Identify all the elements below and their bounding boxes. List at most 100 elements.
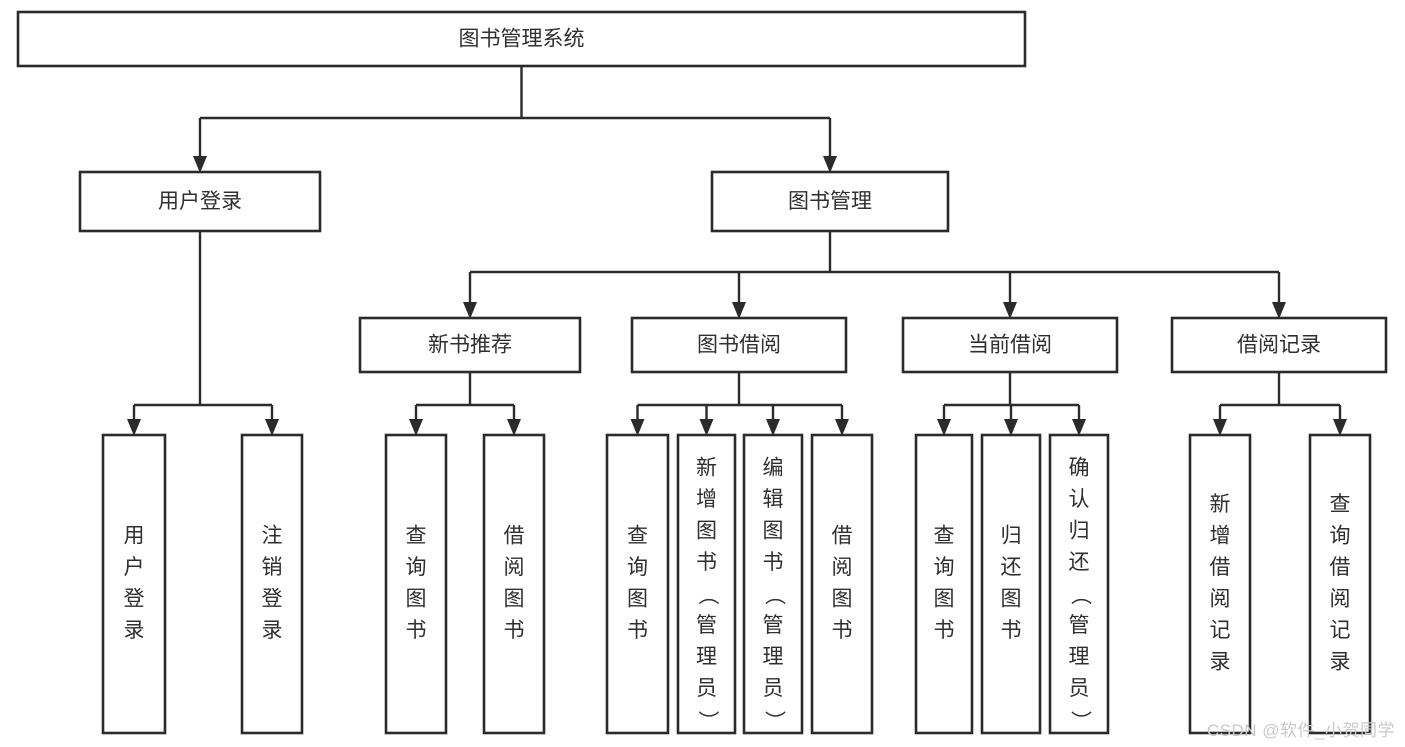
node-label-char: （ bbox=[762, 584, 785, 605]
node-label-char: 阅 bbox=[1210, 587, 1231, 610]
node-label-char: 书 bbox=[763, 551, 784, 574]
node-n-current[interactable]: 当前借阅 bbox=[901, 316, 1119, 374]
node-label-char: 理 bbox=[763, 645, 784, 668]
node-label: 当前借阅 bbox=[968, 334, 1052, 357]
node-label-char: 借 bbox=[832, 524, 853, 547]
node-box[interactable] bbox=[710, 170, 950, 233]
node-box[interactable] bbox=[240, 433, 304, 735]
node-box[interactable] bbox=[980, 433, 1042, 735]
node-box[interactable] bbox=[810, 433, 874, 735]
connector-arrowhead bbox=[1213, 419, 1227, 436]
node-label-char: 认 bbox=[1069, 488, 1090, 511]
node-label-char: 增 bbox=[696, 488, 717, 511]
node-label-char: 员 bbox=[763, 677, 784, 700]
node-label-char: 登 bbox=[262, 587, 283, 610]
node-label-char: 注 bbox=[262, 524, 283, 547]
node-label-char: 归 bbox=[1001, 524, 1022, 547]
connector-arrowhead bbox=[1272, 302, 1286, 319]
node-box[interactable] bbox=[384, 433, 448, 735]
node-label: 借阅记录 bbox=[1237, 334, 1321, 357]
node-box[interactable] bbox=[914, 433, 974, 735]
node-label-char: ） bbox=[762, 710, 785, 731]
node-label-char: 销 bbox=[262, 556, 283, 579]
node-box[interactable] bbox=[742, 433, 804, 735]
node-label-char: 录 bbox=[1330, 650, 1351, 673]
node-box[interactable] bbox=[901, 316, 1119, 374]
node-box[interactable] bbox=[101, 433, 167, 735]
node-box[interactable] bbox=[358, 316, 582, 374]
connector-arrowhead bbox=[127, 419, 141, 436]
node-label-char: 询 bbox=[1330, 524, 1351, 547]
node-label-char: 查 bbox=[1330, 493, 1351, 516]
node-label-char: 管 bbox=[763, 614, 784, 637]
node-label-char: 新 bbox=[696, 456, 717, 479]
node-label-char: 新 bbox=[1210, 493, 1231, 516]
node-label-char: 理 bbox=[696, 645, 717, 668]
node-root[interactable]: 图书管理系统 bbox=[16, 10, 1027, 68]
connector-arrowhead bbox=[766, 419, 780, 436]
node-box[interactable] bbox=[1048, 433, 1110, 735]
node-label-char: 确 bbox=[1069, 456, 1090, 479]
node-label-char: 图 bbox=[763, 519, 784, 542]
node-box[interactable] bbox=[1308, 433, 1372, 735]
node-label-char: 查 bbox=[406, 524, 427, 547]
connector-arrowhead bbox=[507, 419, 521, 436]
node-box[interactable] bbox=[78, 170, 322, 233]
node-label-char: 还 bbox=[1069, 551, 1090, 574]
node-n-user-login[interactable]: 用户登录 bbox=[78, 170, 322, 233]
node-label-char: 书 bbox=[627, 619, 648, 642]
node-label-char: （ bbox=[696, 584, 719, 605]
node-label-char: 管 bbox=[696, 614, 717, 637]
node-label-char: 书 bbox=[504, 619, 525, 642]
node-l-user-login[interactable]: 用户登录 bbox=[101, 433, 167, 735]
node-n-book-mgmt[interactable]: 图书管理 bbox=[710, 170, 950, 233]
node-label-char: 借 bbox=[1210, 556, 1231, 579]
node-box[interactable] bbox=[676, 433, 737, 735]
node-box[interactable] bbox=[1170, 316, 1388, 374]
node-label-char: （ bbox=[1068, 584, 1091, 605]
node-label-char: 理 bbox=[1069, 645, 1090, 668]
node-box[interactable] bbox=[16, 10, 1027, 68]
node-box[interactable] bbox=[605, 433, 670, 735]
node-box[interactable] bbox=[1188, 433, 1252, 735]
connector-arrowhead bbox=[630, 419, 645, 436]
node-n-history[interactable]: 借阅记录 bbox=[1170, 316, 1388, 374]
node-label-char: 图 bbox=[832, 587, 853, 610]
node-label-char: 阅 bbox=[832, 556, 853, 579]
node-box[interactable] bbox=[482, 433, 546, 735]
node-label: 用户登录 bbox=[158, 190, 242, 213]
node-label-char: 员 bbox=[696, 677, 717, 700]
connector-arrowhead bbox=[835, 419, 849, 436]
watermark-text: CSDN @软件_小贺同学 bbox=[1206, 721, 1395, 740]
node-label-char: ） bbox=[696, 710, 719, 731]
node-label-char: 查 bbox=[627, 524, 648, 547]
node-label-char: 借 bbox=[1330, 556, 1351, 579]
node-label-char: 员 bbox=[1069, 677, 1090, 700]
node-label-char: 询 bbox=[406, 556, 427, 579]
node-label-char: 书 bbox=[832, 619, 853, 642]
node-label-char: 管 bbox=[1069, 614, 1090, 637]
node-box[interactable] bbox=[630, 316, 848, 374]
node-label-char: 记 bbox=[1330, 619, 1351, 642]
node-label-char: 阅 bbox=[1330, 587, 1351, 610]
node-label-char: 录 bbox=[262, 619, 283, 642]
node-layer: 图书管理系统用户登录图书管理新书推荐图书借阅当前借阅借阅记录用户登录注销登录查询… bbox=[16, 10, 1388, 735]
node-label-char: 书 bbox=[406, 619, 427, 642]
node-n-borrow[interactable]: 图书借阅 bbox=[630, 316, 848, 374]
connector-arrowhead bbox=[265, 419, 279, 436]
node-n-new-rec[interactable]: 新书推荐 bbox=[358, 316, 582, 374]
